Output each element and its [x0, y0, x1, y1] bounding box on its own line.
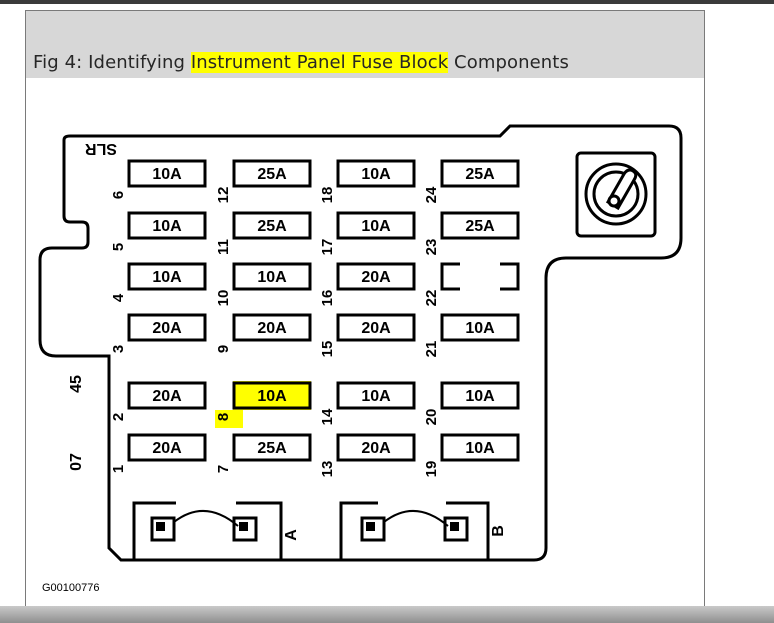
fuse-10: 10A 10: [215, 262, 312, 307]
fuse-rating: 25A: [257, 440, 287, 457]
caption-prefix: Fig 4: Identifying: [33, 52, 191, 73]
figure-caption: Fig 4: Identifying Instrument Panel Fuse…: [33, 52, 569, 73]
relay-a: A: [132, 501, 300, 559]
fuse-7: 25A 7: [215, 433, 312, 473]
fuse-position-number: 19: [423, 461, 440, 478]
fuse-position-number: 24: [423, 186, 440, 203]
fuse-5: 10A 5: [110, 211, 207, 251]
fuse-position-number: 1: [110, 465, 127, 473]
fuse-3: 20A 3: [110, 313, 207, 353]
relay-a-label: A: [283, 529, 300, 541]
fuse-9: 20A 9: [215, 313, 312, 353]
fuse-position-number: 10: [215, 290, 232, 307]
fuse-position-number: 9: [215, 345, 232, 353]
fuse-24: 25A 24: [423, 159, 520, 203]
bottom-scroll-area: [0, 606, 774, 623]
fuse-rating: 10A: [152, 218, 182, 235]
slr-label: SLR: [85, 140, 117, 157]
fuse-rating: 20A: [257, 320, 287, 337]
fuse-4: 10A 4: [110, 262, 207, 302]
fuse-8: 10A 8: [215, 381, 312, 428]
fuse-19: 10A 19: [423, 433, 520, 478]
fuse-11: 25A 11: [215, 211, 312, 255]
fuse-12: 25A 12: [215, 159, 312, 204]
side-label-45: 45: [68, 375, 85, 393]
fuse-position-number: 16: [319, 290, 336, 307]
fuse-position-number: 11: [215, 239, 232, 255]
fuse-rating: 25A: [465, 166, 495, 183]
fuse-rating: 10A: [465, 320, 495, 337]
diagram-code: G00100776: [42, 582, 100, 594]
fuse-6: 10A 6: [110, 159, 207, 199]
side-label-07: 07: [68, 453, 85, 471]
fuse-position-number: 22: [423, 290, 440, 307]
fuse-2: 20A 2: [110, 381, 207, 421]
fuse-position-number: 3: [110, 345, 127, 353]
fuse-20: 10A 20: [423, 381, 520, 426]
rotary-switch: [575, 151, 657, 238]
fuse-1: 20A 1: [110, 433, 207, 473]
fuse-rating: 20A: [361, 320, 391, 337]
fuse-block-diagram: SLR 45 07 20A120A220A310A410A510A625A710…: [38, 124, 683, 594]
fuse-position-number: 18: [319, 187, 336, 204]
fuse-position-number: 8: [215, 413, 232, 421]
fuse-rating: 20A: [361, 440, 391, 457]
fuse-14: 10A 14: [319, 381, 416, 425]
fuse-rating: 10A: [257, 388, 287, 405]
caption-highlight: Instrument Panel Fuse Block: [190, 52, 449, 73]
figure-frame: Fig 4: Identifying Instrument Panel Fuse…: [25, 10, 705, 609]
fuse-rating: 10A: [465, 388, 495, 405]
fuse-block-outline: [38, 124, 683, 562]
fuse-rating: 25A: [257, 218, 287, 235]
fuse-position-number: 5: [110, 243, 127, 251]
fuse-23: 25A 23: [423, 211, 520, 256]
fuse-position-number: 14: [319, 408, 336, 425]
fuse-position-number: 15: [319, 341, 336, 358]
fuse-position-number: 7: [215, 465, 232, 473]
fuse-position-number: 2: [110, 413, 127, 421]
fuse-rating: 25A: [465, 218, 495, 235]
fuse-position-number: 6: [110, 191, 127, 199]
top-window-border: [0, 0, 774, 4]
fuse-15: 20A 15: [319, 313, 416, 358]
fuse-rating: 20A: [361, 269, 391, 286]
fuse-13: 20A 13: [319, 433, 416, 478]
relay-b-label: B: [490, 525, 507, 537]
fuse-rating: 10A: [465, 440, 495, 457]
fuse-rating: 25A: [257, 166, 287, 183]
fuse-position-number: 12: [215, 187, 232, 204]
fuse-position-number: 21: [423, 341, 440, 358]
fuse-position-number: 20: [423, 409, 440, 426]
fuse-position-number: 13: [319, 461, 336, 478]
fuse-position-number: 4: [110, 293, 127, 302]
fuse-rating: 10A: [361, 166, 391, 183]
fuse-position-number: 23: [423, 239, 440, 256]
fuse-rating: 10A: [257, 269, 287, 286]
caption-suffix: Components: [448, 52, 569, 73]
fuse-16: 20A 16: [319, 262, 416, 307]
fuse-rating: 20A: [152, 320, 182, 337]
fuse-17: 10A 17: [319, 211, 416, 256]
fuse-21: 10A 21: [423, 313, 520, 358]
fuse-rating: 20A: [152, 440, 182, 457]
fuse-22: 22: [423, 262, 520, 307]
relay-b: B: [339, 501, 507, 559]
fuse-rating: 10A: [152, 166, 182, 183]
fuse-position-number: 17: [319, 239, 336, 256]
fuse-rating: 10A: [152, 269, 182, 286]
fuse-rating: 10A: [361, 388, 391, 405]
fuse-rating: 20A: [152, 388, 182, 405]
fuse-grid: 20A120A220A310A410A510A625A710A820A910A1…: [110, 159, 520, 478]
fuse-18: 10A 18: [319, 159, 416, 204]
fuse-rating: 10A: [361, 218, 391, 235]
